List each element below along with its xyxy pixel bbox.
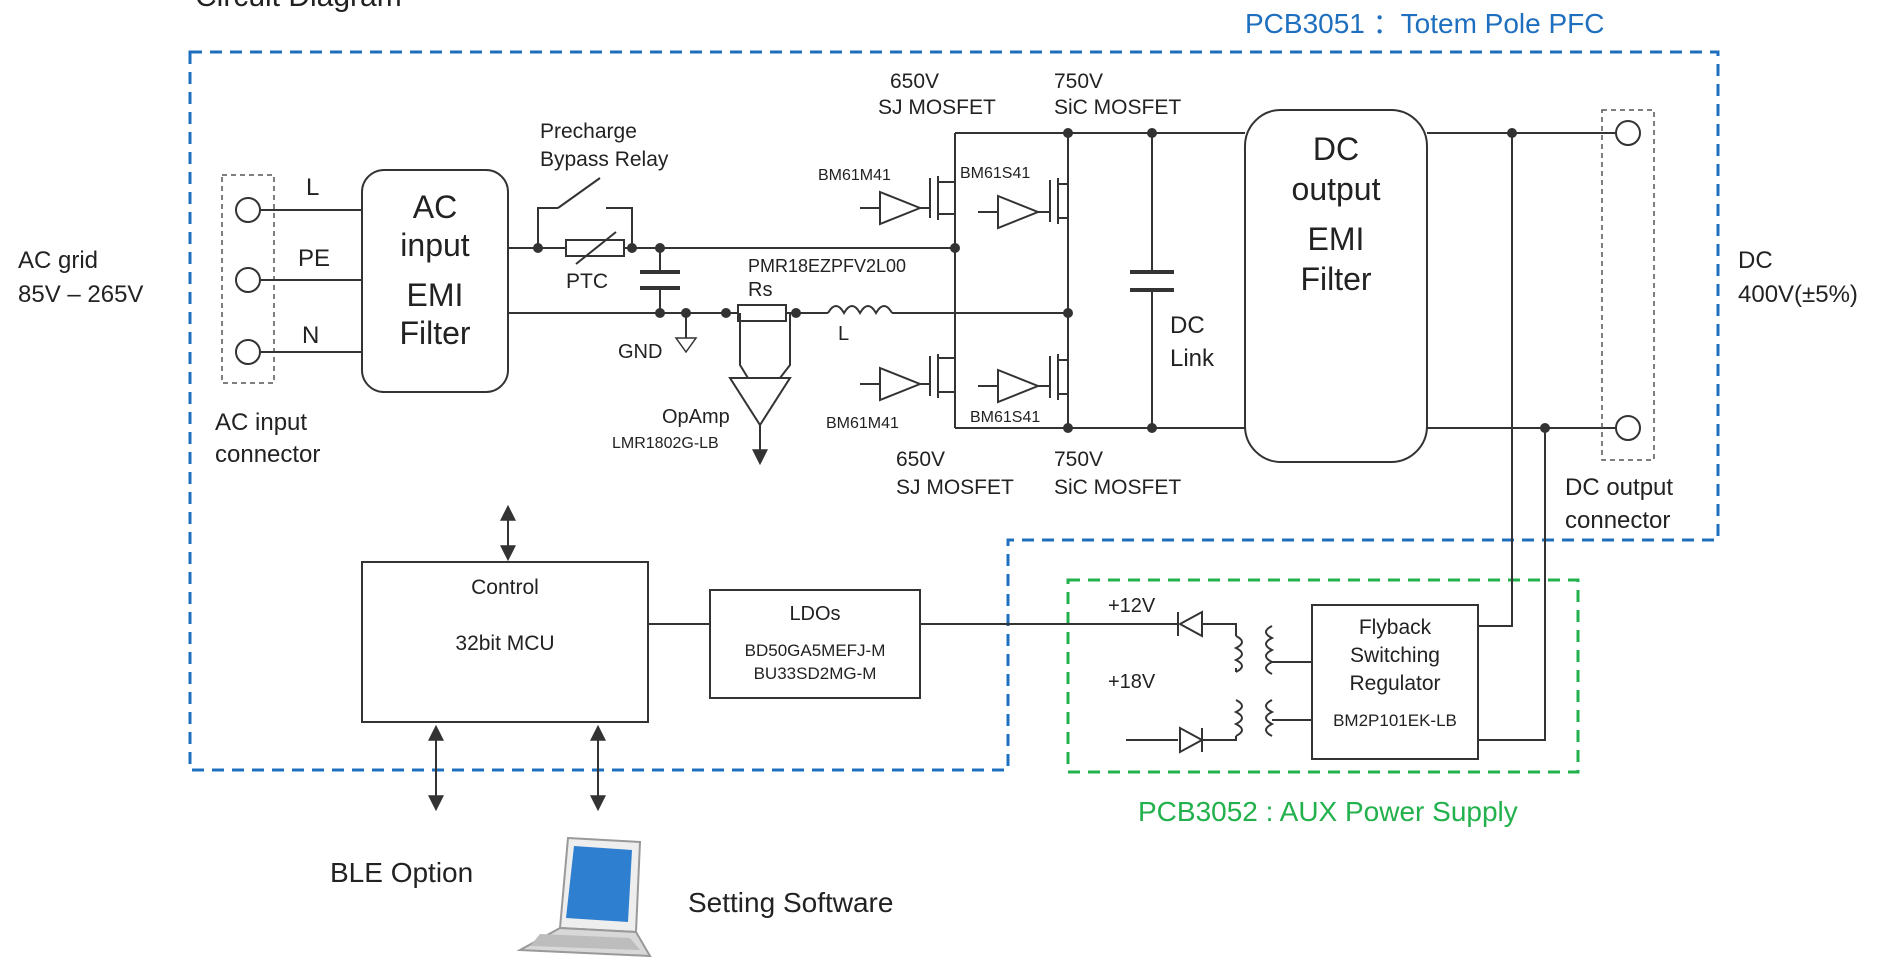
pin-label-n: N [302, 322, 319, 349]
driver-label-3: BM61M41 [826, 415, 899, 432]
ac-connector-label-2: connector [215, 441, 320, 468]
driver-label-2: BM61S41 [960, 165, 1030, 182]
aux-18v-label: +18V [1108, 671, 1156, 693]
flyback-line2: Switching [1350, 644, 1440, 667]
opamp-part-label: LMR1802G-LB [612, 435, 719, 452]
driver-label-4: BM61S41 [970, 409, 1040, 426]
driver-bm61s41-top [997, 194, 1041, 230]
transformer-secondary-12v [1233, 635, 1243, 673]
opamp-symbol [728, 377, 792, 427]
control-title: Control [471, 576, 539, 599]
pin-label-l: L [306, 174, 319, 201]
top-sj-voltage: 650V [890, 70, 939, 93]
bottom-sic-type: SiC MOSFET [1054, 476, 1181, 499]
shunt-rs-label: Rs [748, 279, 772, 301]
ac-emi-line2: input [400, 227, 470, 263]
ac-pin-n [235, 339, 261, 365]
control-mcu-box [361, 561, 649, 723]
bottom-sic-voltage: 750V [1054, 448, 1103, 471]
dc-emi-line3: EMI [1308, 221, 1365, 257]
driver-label-1: BM61M41 [818, 167, 891, 184]
driver-bm61s41-bottom [997, 368, 1041, 404]
gnd-label: GND [618, 341, 662, 363]
top-sic-type: SiC MOSFET [1054, 96, 1181, 119]
transformer-secondary-18v [1233, 699, 1243, 737]
dc-pin-pos [1615, 120, 1641, 146]
driver-bm61m41-bottom [879, 366, 923, 402]
ac-emi-line4: Filter [399, 315, 470, 351]
dc-link-label: DC [1170, 312, 1205, 339]
pin-label-pe: PE [298, 245, 330, 272]
pcb3052-label: PCB3052 : AUX Power Supply [1138, 796, 1518, 827]
dc-connector-label: DC output [1565, 474, 1673, 501]
shunt-part-label: PMR18EZPFV2L00 [748, 256, 906, 276]
mcu-label: 32bit MCU [455, 632, 554, 655]
diode-12v [1177, 610, 1203, 638]
diode-18v [1179, 726, 1205, 754]
pcb3051-region [188, 50, 1720, 772]
pcb3051-label: PCB3051 ：Totem Pole PFC [1245, 8, 1605, 39]
opamp-label: OpAmp [662, 406, 730, 428]
bottom-sj-type: SJ MOSFET [896, 476, 1014, 499]
relay-switch [557, 177, 601, 209]
transformer-primary [1265, 625, 1275, 675]
diagram-title: Circuit Diagram [195, 0, 402, 13]
ldo-part-2: BU33SD2MG-M [754, 664, 877, 683]
ac-emi-line1: AC [413, 189, 457, 225]
dc-emi-filter [1244, 109, 1428, 463]
inductor-symbol [827, 305, 893, 316]
inductor-label: L [838, 323, 849, 345]
dc-emi-line1: DC [1313, 131, 1359, 167]
ac-emi-line3: EMI [407, 277, 464, 313]
setting-software-label: Setting Software [688, 887, 893, 918]
ldo-part-1: BD50GA5MEFJ-M [745, 641, 886, 660]
dc-label: DC [1738, 247, 1773, 274]
ac-connector-label: AC input [215, 409, 307, 436]
ldos-title: LDOs [789, 603, 840, 625]
flyback-line1: Flyback [1359, 616, 1432, 639]
precharge-label: Precharge [540, 120, 637, 143]
bottom-sj-voltage: 650V [896, 448, 945, 471]
ac-pin-l [235, 197, 261, 223]
ac-grid-label: AC grid [18, 247, 98, 274]
flyback-regulator-box [1311, 604, 1479, 760]
pcb3052-region [1066, 578, 1580, 774]
dc-connector-label-2: connector [1565, 507, 1670, 534]
ac-pin-pe [235, 267, 261, 293]
driver-bm61m41-top [879, 190, 923, 226]
dc-link-label-2: Link [1170, 345, 1215, 372]
laptop-icon [516, 836, 652, 958]
dc-connector-box [1601, 109, 1655, 461]
ac-emi-filter [361, 169, 509, 393]
ldos-box [709, 589, 921, 699]
precharge-label-2: Bypass Relay [540, 148, 669, 171]
top-sj-type: SJ MOSFET [878, 96, 996, 119]
flyback-line3: Regulator [1349, 672, 1440, 695]
dc-emi-line4: Filter [1300, 261, 1371, 297]
top-sic-voltage: 750V [1054, 70, 1103, 93]
shunt-resistor [737, 304, 787, 322]
ble-option-label: BLE Option [330, 857, 473, 888]
dc-pin-neg [1615, 415, 1641, 441]
aux-12v-label: +12V [1108, 595, 1156, 617]
dc-voltage: 400V(±5%) [1738, 281, 1858, 308]
ac-grid-range: 85V – 265V [18, 281, 143, 308]
ptc-label: PTC [566, 270, 608, 293]
flyback-part: BM2P101EK-LB [1333, 711, 1457, 730]
dc-emi-line2: output [1292, 171, 1381, 207]
